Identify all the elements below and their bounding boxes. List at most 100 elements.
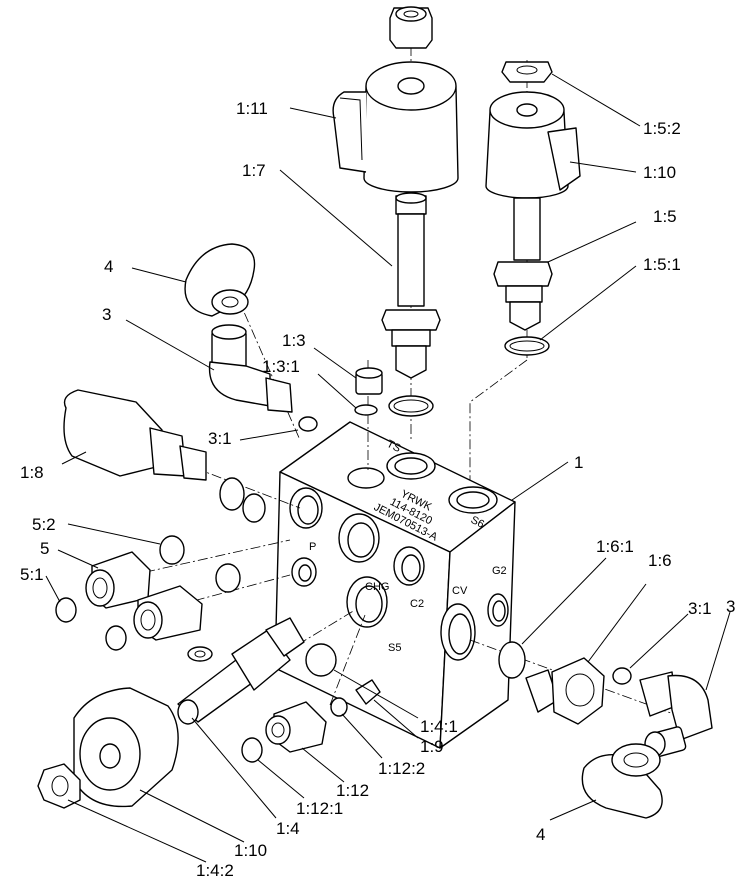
- cartridge-1-5-hex: [493, 261, 553, 287]
- leader-lines: [45, 73, 731, 863]
- callout-1-4: 1:4: [276, 819, 300, 838]
- callout-1-12-2: 1:12:2: [378, 759, 425, 778]
- nut-1-5-2: [501, 61, 553, 83]
- callout-1: 1: [574, 453, 583, 472]
- nut-1-4-2: [37, 763, 81, 809]
- callout-1-10-top: 1:10: [643, 163, 676, 182]
- port-label-g2: G2: [492, 565, 507, 577]
- callout-1-5: 1:5: [653, 207, 677, 226]
- cartridge-1-7-tip: [395, 345, 427, 379]
- port-top-ts-inner: [394, 457, 428, 475]
- callout-4-top: 4: [104, 257, 113, 276]
- plug-1-6: [498, 641, 605, 725]
- o-ring-1-12-2: [330, 697, 348, 717]
- o-ring-1-6-1: [498, 641, 526, 679]
- callout-3-right: 3: [726, 597, 735, 616]
- callout-1-7: 1:7: [242, 161, 266, 180]
- callout-5: 5: [40, 539, 49, 558]
- cartridge-1-7-hex: [381, 309, 441, 331]
- o-ring-1-7: [388, 395, 434, 417]
- callout-1-8: 1:8: [20, 463, 44, 482]
- o-ring-1-4-1: [305, 643, 337, 677]
- o-ring-1-5-1: [504, 336, 550, 356]
- o-ring-5-2: [159, 535, 185, 565]
- cartridge-1-4-hex: [231, 629, 291, 691]
- o-ring-1-12-1: [241, 737, 263, 763]
- o-ring-5-1: [55, 597, 77, 623]
- port-label-c2: C2: [410, 598, 424, 610]
- washer-small: [187, 646, 213, 662]
- port-top-1-3: [347, 467, 385, 489]
- dust-cap-4-top: [184, 243, 256, 317]
- o-ring-5-lower: [215, 563, 241, 593]
- cap-4-bottom-ring: [611, 743, 661, 777]
- relief-1-8-thread: [179, 445, 207, 481]
- cartridge-valve-1-5-group: [485, 61, 581, 356]
- elbow-3-left-nut: [265, 377, 293, 413]
- plug-1-3: [354, 367, 383, 416]
- callout-5-1: 5:1: [20, 565, 44, 584]
- port-label-ts: TS: [385, 438, 403, 455]
- port-front-p-inner: [298, 564, 312, 582]
- coil-nut-top: [395, 6, 427, 22]
- callout-3-left: 3: [102, 305, 111, 324]
- cartridge-1-5-thread: [505, 285, 543, 303]
- port-side-cv-inner: [448, 613, 472, 655]
- callout-1-4-2: 1:4:2: [196, 861, 234, 880]
- callout-1-6: 1:6: [648, 551, 672, 570]
- straight-fittings-5: [55, 535, 241, 651]
- port-front-c2-inner: [401, 554, 421, 582]
- callout-1-5-2: 1:5:2: [643, 119, 681, 138]
- coil-1-11: [332, 6, 459, 193]
- elbow-fitting-3-right: [612, 667, 713, 758]
- o-ring-5-1-b: [105, 625, 127, 651]
- port-front-upper-left-inner: [297, 495, 319, 525]
- elbow-fitting-3-left: [208, 324, 318, 432]
- o-ring-1-8-b: [242, 493, 266, 523]
- coil-bore: [397, 77, 425, 95]
- port-label-p: P: [309, 541, 316, 553]
- cartridge-1-4-thread: [265, 617, 305, 657]
- callout-labels: 1:11 1:5:2 1:7 1:10 1:5 4 1:5:1 3 1:3 1:…: [20, 99, 735, 880]
- dust-cap-4-bottom: [581, 743, 663, 819]
- callout-1-4-1: 1:4:1: [420, 717, 458, 736]
- relief-1-8-body: [63, 389, 163, 477]
- o-ring-3-1-left: [298, 416, 318, 432]
- callout-1-10-bottom: 1:10: [234, 841, 267, 860]
- cap-4-top-ring: [211, 289, 249, 315]
- o-ring-3-1-right: [612, 667, 632, 685]
- callout-1-5-1: 1:5:1: [643, 255, 681, 274]
- callout-1-3-1: 1:3:1: [262, 357, 300, 376]
- elbow-3-right-body: [667, 674, 713, 741]
- port-front-upper-mid-inner: [347, 522, 375, 558]
- callout-1-3: 1:3: [282, 331, 306, 350]
- manifold-block: YRWK 114-8120 JEM070513-A TS S6 P CHG C2…: [274, 421, 516, 749]
- manifold-side-face: [439, 501, 516, 749]
- callout-1-12: 1:12: [336, 781, 369, 800]
- port-top-s6-inner: [456, 491, 490, 509]
- callout-1-6-1: 1:6:1: [596, 537, 634, 556]
- cartridge-valve-1-4-group: [37, 617, 337, 809]
- callout-3-1-right: 3:1: [688, 599, 712, 618]
- port-label-chg: CHG: [365, 581, 389, 593]
- o-ring-1-3-1: [354, 404, 378, 416]
- fitting-1-12-group: [241, 679, 381, 763]
- cartridge-1-7-stem: [397, 213, 425, 307]
- port-label-cv: CV: [452, 585, 468, 597]
- port-label-s6: S6: [469, 514, 486, 531]
- callout-5-2: 5:2: [32, 515, 56, 534]
- orifice-1-9: [355, 679, 381, 705]
- port-side-g2-inner: [492, 600, 506, 622]
- callout-4-bottom: 4: [536, 825, 545, 844]
- callout-3-1-left: 3:1: [208, 429, 232, 448]
- elbow-3-left-body: [208, 361, 271, 407]
- callout-1-12-1: 1:12:1: [296, 799, 343, 818]
- coil-1-10-connector: [547, 127, 581, 191]
- callout-1-9: 1:9: [420, 737, 444, 756]
- plug-1-6-hex: [551, 657, 605, 725]
- o-ring-1-8-a: [219, 477, 245, 511]
- cartridge-1-5-stem: [513, 197, 541, 261]
- cartridge-valve-1-7: [381, 192, 441, 417]
